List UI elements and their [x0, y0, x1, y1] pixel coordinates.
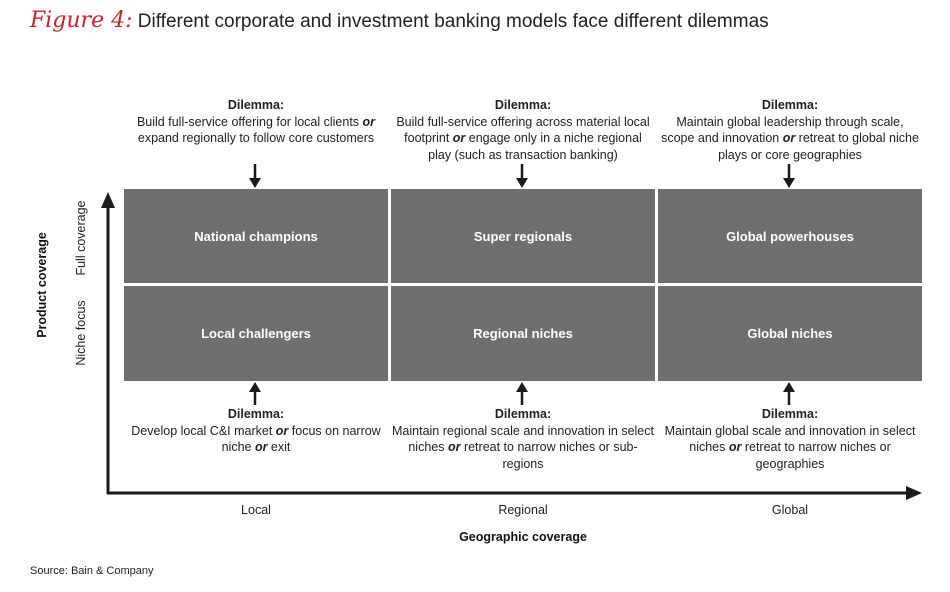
- cell-regional-niches: Regional niches: [391, 286, 655, 381]
- x-level-local: Local: [241, 503, 271, 517]
- y-axis-arrowhead: [101, 192, 115, 208]
- dilemma-text: Maintain global leadership through scale…: [661, 114, 919, 162]
- dilemma-text: Maintain global scale and innovation in …: [664, 423, 916, 471]
- dilemma-text: Build full-service offering across mater…: [396, 114, 650, 162]
- figure-title: Figure 4: Different corporate and invest…: [30, 8, 769, 33]
- dilemma-text: Build full-service offering for local cl…: [136, 114, 376, 146]
- down-arrow-local: [249, 164, 261, 188]
- x-axis-title: Geographic coverage: [459, 530, 587, 544]
- figure-label: Figure 4:: [30, 8, 133, 33]
- x-axis-arrowhead: [906, 486, 922, 500]
- up-arrow-global: [783, 382, 795, 405]
- y-level-niche-focus: Niche focus: [74, 300, 88, 366]
- dilemma-heading: Dilemma:: [227, 407, 285, 421]
- cell-global-powerhouses: Global powerhouses: [658, 189, 922, 283]
- x-level-global: Global: [771, 503, 809, 517]
- dilemma-top-regional: Dilemma: Build full-service offering acr…: [391, 97, 655, 163]
- dilemma-bottom-local: Dilemma: Develop local C&I market or foc…: [124, 406, 388, 456]
- dilemma-bottom-regional: Dilemma: Maintain regional scale and inn…: [391, 406, 655, 472]
- y-level-full-coverage: Full coverage: [74, 200, 88, 276]
- down-arrow-global: [783, 164, 795, 188]
- cell-super-regionals: Super regionals: [391, 189, 655, 283]
- dilemma-heading: Dilemma:: [761, 407, 819, 421]
- up-arrow-local: [249, 382, 261, 405]
- dilemma-bottom-global: Dilemma: Maintain global scale and innov…: [658, 406, 922, 472]
- cell-national-champions: National champions: [124, 189, 388, 283]
- dilemma-heading: Dilemma:: [227, 98, 285, 112]
- cell-global-niches: Global niches: [658, 286, 922, 381]
- y-axis-title: Product coverage: [35, 232, 49, 338]
- dilemma-text: Develop local C&I market or focus on nar…: [131, 423, 381, 455]
- dilemma-text: Maintain regional scale and innovation i…: [392, 423, 654, 471]
- up-arrow-regional: [516, 382, 528, 405]
- dilemma-heading: Dilemma:: [494, 98, 552, 112]
- dilemma-heading: Dilemma:: [761, 98, 819, 112]
- source-note: Source: Bain & Company: [30, 565, 154, 577]
- cell-local-challengers: Local challengers: [124, 286, 388, 381]
- figure-title-text: Different corporate and investment banki…: [137, 11, 769, 32]
- dilemma-top-global: Dilemma: Maintain global leadership thro…: [658, 97, 922, 163]
- dilemma-heading: Dilemma:: [494, 407, 552, 421]
- x-level-regional: Regional: [498, 503, 548, 517]
- down-arrow-regional: [516, 164, 528, 188]
- dilemma-top-local: Dilemma: Build full-service offering for…: [124, 97, 388, 147]
